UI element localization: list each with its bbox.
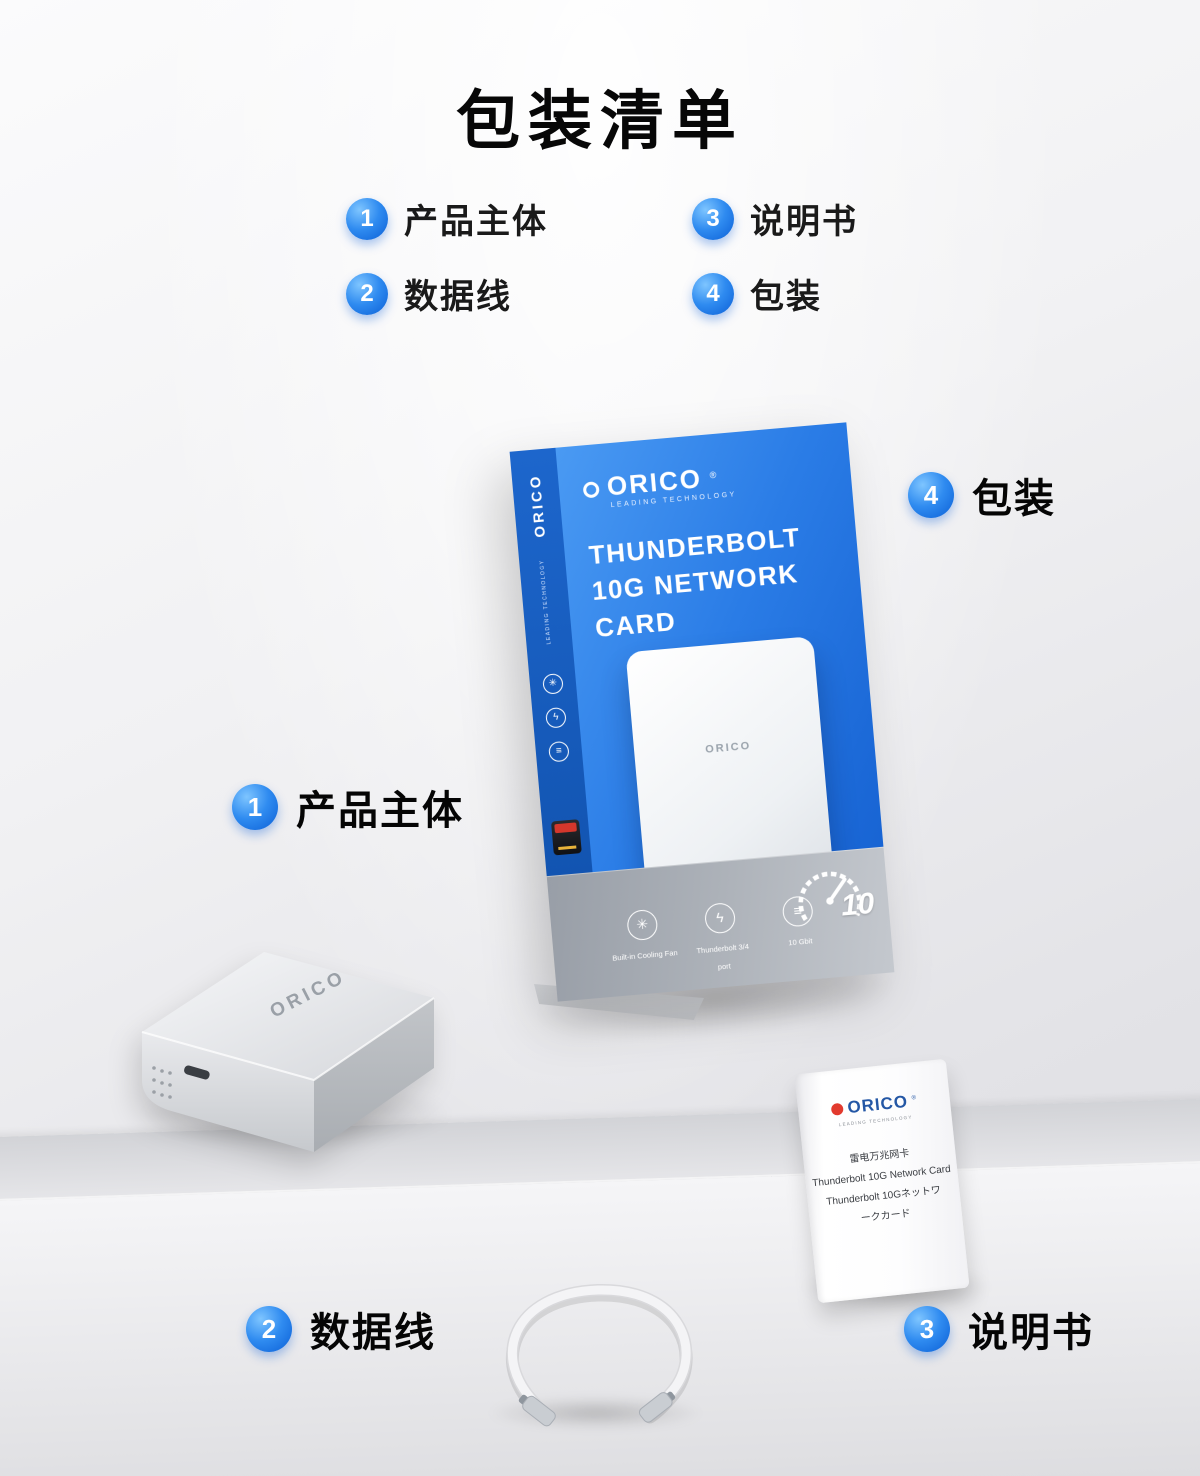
annotation-cable: 2 数据线 xyxy=(246,1300,436,1358)
thunderbolt-icon: ϟ xyxy=(703,901,737,935)
orico-logo-icon xyxy=(831,1102,845,1116)
annotation-label: 产品主体 xyxy=(296,789,464,833)
legend-item-manual: 3 说明书 xyxy=(692,194,942,243)
item-number-badge: 1 xyxy=(232,784,278,830)
gauge-value: 10 xyxy=(839,886,876,923)
item-number-badge: 2 xyxy=(246,1306,292,1352)
legend-item-product: 1 产品主体 xyxy=(346,194,596,243)
certification-badge xyxy=(550,819,582,856)
silver-device: ORICO xyxy=(141,952,435,1152)
feature-10gbit: ≡ 10 Gbit xyxy=(764,894,836,970)
annotation-manual: 3 说明书 xyxy=(904,1300,1094,1358)
legend-item-cable: 2 数据线 xyxy=(346,269,596,318)
device-image-logo: ORICO xyxy=(704,739,752,756)
product-box: ORICO LEADING TECHNOLOGY ✳ ϟ ≡ ORICO ® L… xyxy=(509,422,895,1002)
item-number-badge: 3 xyxy=(692,197,734,240)
feature-band: 10 ✳ Built-in Cooling Fan ϟ Thunderbolt … xyxy=(546,846,895,1002)
usb-c-connector-right xyxy=(638,1391,676,1423)
item-number-badge: 3 xyxy=(904,1306,950,1352)
usb-c-port xyxy=(184,1065,210,1080)
box-product-title: THUNDERBOLT 10G NETWORK CARD xyxy=(587,514,863,646)
spine-brand-tagline: LEADING TECHNOLOGY xyxy=(539,559,553,645)
speed-icon: ≡ xyxy=(548,741,570,763)
brand-name: ORICO xyxy=(605,463,704,502)
cable-shadow xyxy=(478,1396,713,1430)
fan-icon: ✳ xyxy=(626,908,659,942)
annotation-label: 数据线 xyxy=(310,1311,436,1355)
registered-mark: ® xyxy=(709,469,717,481)
manual-title-text: 雷电万兆网卡 Thunderbolt 10G Network Card Thun… xyxy=(811,1148,952,1225)
annotation-label: 包装 xyxy=(972,477,1056,521)
page-title: 包装清单 xyxy=(456,85,744,157)
packing-list-legend: 1 产品主体 3 说明书 2 数据线 4 包装 xyxy=(346,194,942,318)
item-number-badge: 2 xyxy=(346,272,388,315)
usb-cable xyxy=(505,1283,693,1427)
spine-brand-logo: ORICO xyxy=(526,472,549,539)
thunderbolt-icon: ϟ xyxy=(545,707,567,730)
legend-item-label: 说明书 xyxy=(750,203,858,241)
annotation-package: 4 包装 xyxy=(908,466,1056,524)
annotation-product: 1 产品主体 xyxy=(232,778,464,836)
legend-item-label: 数据线 xyxy=(404,278,512,316)
feature-list: ✳ Built-in Cooling Fan ϟ Thunderbolt 3/4… xyxy=(608,894,835,984)
feature-thunderbolt-port: ϟ Thunderbolt 3/4 port xyxy=(686,900,758,976)
feature-cooling-fan: ✳ Built-in Cooling Fan xyxy=(608,907,680,983)
speed-gauge-icon: 10 xyxy=(781,857,879,933)
item-number-badge: 1 xyxy=(346,197,388,240)
orico-logo-icon xyxy=(582,481,600,499)
annotation-label: 说明书 xyxy=(968,1311,1094,1355)
legend-item-package: 4 包装 xyxy=(692,269,942,318)
fan-icon: ✳ xyxy=(542,673,564,696)
item-number-badge: 4 xyxy=(692,272,734,315)
speed-icon: ≡ xyxy=(781,895,814,928)
spine-feature-icons: ✳ ϟ ≡ xyxy=(542,673,570,763)
manual-orico-logo: ORICO ® xyxy=(831,1092,917,1118)
legend-item-label: 产品主体 xyxy=(404,203,548,241)
legend-item-label: 包装 xyxy=(750,278,822,316)
vent-holes xyxy=(152,1066,172,1099)
manual-booklet: ORICO ® LEADING TECHNOLOGY 雷电万兆网卡 Thunde… xyxy=(794,1058,970,1304)
item-number-badge: 4 xyxy=(908,472,954,518)
usb-c-connector-left xyxy=(518,1394,556,1427)
